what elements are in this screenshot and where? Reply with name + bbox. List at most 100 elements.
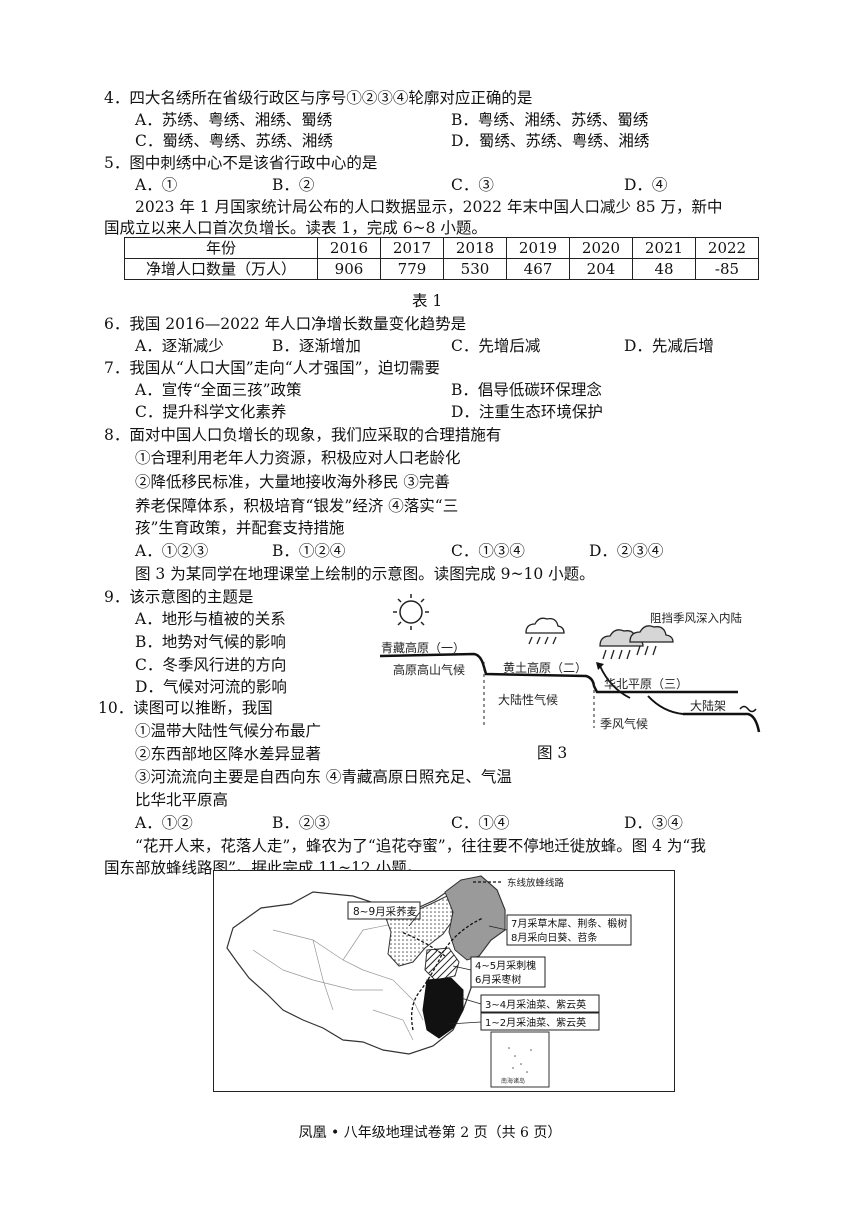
q5-option-b[interactable]: B．② <box>272 176 315 194</box>
q7-option-d[interactable]: D．注重生态环境保护 <box>451 403 603 421</box>
south-sea-inset <box>490 1031 550 1088</box>
q9-stem: 9．该示意图的主题是 <box>104 588 254 606</box>
label-loess-plateau: 黄土高原（二） <box>503 660 587 675</box>
q8-statement-4: 孩”生育政策，并配套支持措施 <box>135 519 345 537</box>
label-box <box>470 956 546 988</box>
table-caption: 表 1 <box>412 292 443 310</box>
q6-option-d[interactable]: D．先减后增 <box>624 337 714 355</box>
intro-9-10: 图 3 为某同学在地理课堂上绘制的示意图。读图完成 9~10 小题。 <box>135 565 595 583</box>
intro-6-8-line2: 国成立以来人口首次负增长。读表 1，完成 6~8 小题。 <box>104 219 487 237</box>
table-year: 2018 <box>443 237 507 259</box>
label-north-china-plain: 华北平原（三） <box>604 677 688 691</box>
q9-option-a[interactable]: A．地形与植被的关系 <box>135 610 286 628</box>
q9-option-d[interactable]: D．气候对河流的影响 <box>135 678 287 696</box>
q5-option-a[interactable]: A．① <box>135 176 178 194</box>
q10-statement-2: ②东西部地区降水差异显著 <box>135 745 322 763</box>
terrain-climate-diagram: 青藏高原（一） 高原高山气候 黄土高原（二） 大陆性气候 阻挡季风深入内陆 华北… <box>379 594 761 733</box>
table-year: 2021 <box>632 237 696 259</box>
q6-option-a[interactable]: A．逐渐减少 <box>135 337 224 355</box>
table-header-label: 年份 <box>124 237 318 259</box>
q8-option-c[interactable]: C．①③④ <box>451 542 525 560</box>
q6-stem: 6．我国 2016—2022 年人口净增长数量变化趋势是 <box>104 315 467 333</box>
table-year: 2017 <box>380 237 444 259</box>
q6-option-c[interactable]: C．先增后减 <box>451 337 541 355</box>
table-value: 48 <box>632 258 696 280</box>
label-box <box>347 901 421 920</box>
monsoon-arrow-icon <box>599 665 631 699</box>
storm-clouds-icon <box>599 625 674 660</box>
label-box <box>480 994 600 1013</box>
q4-stem: 4．四大名绣所在省级行政区与序号①②③④轮廓对应正确的是 <box>104 89 533 107</box>
q4-option-d[interactable]: D．蜀绣、苏绣、粤绣、湘绣 <box>451 132 650 150</box>
q10-option-b[interactable]: B．②③ <box>272 814 330 832</box>
population-table: 年份 2016 2017 2018 2019 2020 2021 2022 净增… <box>124 237 759 280</box>
q10-statement-3: ③河流流向主要是自西向东 ④青藏高原日照充足、气温 <box>135 768 512 786</box>
province-lines <box>252 924 424 1041</box>
island-dots <box>508 1047 532 1073</box>
label-continental-climate: 大陆性气候 <box>498 692 558 707</box>
figure3-caption: 图 3 <box>537 744 568 762</box>
page-footer: 凤凰 • 八年级地理试卷第 2 页（共 6 页） <box>298 1125 562 1141</box>
intro-6-8-line1: 2023 年 1 月国家统计局公布的人口数据显示，2022 年末中国人口减少 8… <box>135 198 723 216</box>
region-black-south <box>422 977 464 1039</box>
label-july-august-line2: 8月采向日葵、苕条 <box>511 931 597 944</box>
q6-option-b[interactable]: B．逐渐增加 <box>272 337 361 355</box>
table-year: 2020 <box>569 237 633 259</box>
q7-option-c[interactable]: C．提升科学文化素养 <box>135 403 287 421</box>
label-locust-line1: 4~5月采刺槐 <box>475 959 536 972</box>
table-year: 2019 <box>506 237 570 259</box>
q4-option-b[interactable]: B．粤绣、湘绣、苏绣、蜀绣 <box>451 111 649 129</box>
sun-icon <box>393 594 429 630</box>
q10-option-c[interactable]: C．①④ <box>451 814 510 832</box>
label-monsoon-climate: 季风气候 <box>600 716 648 731</box>
ocean-wave-icon <box>739 705 757 713</box>
table-value: 530 <box>443 258 507 280</box>
inset-label: 南海诸岛 <box>501 1077 525 1085</box>
q7-option-b[interactable]: B．倡导低碳环保理念 <box>451 381 602 399</box>
q8-option-b[interactable]: B．①②④ <box>272 542 346 560</box>
q9-option-c[interactable]: C．冬季风行进的方向 <box>135 656 287 674</box>
legend-label: 东线放蜂线路 <box>507 877 565 889</box>
q10-stem: 10．读图可以推断，我国 <box>98 699 273 717</box>
table-row-label: 净增人口数量（万人） <box>124 258 318 280</box>
table-year: 2016 <box>317 237 381 259</box>
table-value: -85 <box>695 258 759 280</box>
table-value: 779 <box>380 258 444 280</box>
q5-option-d[interactable]: D．④ <box>624 176 668 194</box>
table-year: 2022 <box>695 237 759 259</box>
q4-option-c[interactable]: C．蜀绣、粤绣、苏绣、湘绣 <box>135 132 333 150</box>
q8-option-a[interactable]: A．①②③ <box>135 542 209 560</box>
label-qinghai-plateau: 青藏高原（一） <box>381 640 465 655</box>
label-locust-line2: 6月采枣树 <box>475 973 521 986</box>
q10-statement-1: ①温带大陆性气候分布最广 <box>135 722 322 740</box>
bee-route-map: 东线放蜂线路 8~9月采荞麦 7月采草木犀、荆条、椴树 8月采向日葵、苕条 4~… <box>213 870 675 1092</box>
q10-statement-4: 比华北平原高 <box>135 791 229 809</box>
q8-statement-3: 养老保障体系，积极培育“银发”经济 ④落实“三 <box>135 497 459 515</box>
q5-stem: 5．图中刺绣中心不是该省行政中心的是 <box>104 154 378 172</box>
q7-option-a[interactable]: A．宣传“全面三孩”政策 <box>135 381 302 399</box>
q10-option-a[interactable]: A．①② <box>135 814 193 832</box>
label-block-monsoon: 阻挡季风深入内陆 <box>650 611 742 625</box>
table-value: 906 <box>317 258 381 280</box>
continental-shelf-line <box>683 712 761 733</box>
q10-option-d[interactable]: D．③④ <box>624 814 683 832</box>
rain-cloud-icon <box>525 617 565 645</box>
q4-option-a[interactable]: A．苏绣、粤绣、湘绣、蜀绣 <box>135 111 333 129</box>
label-jan-feb: 1~2月采油菜、紫云英 <box>485 1016 586 1029</box>
q5-option-c[interactable]: C．③ <box>451 176 494 194</box>
region-hatched <box>424 947 460 981</box>
bee-route-line <box>400 917 484 1031</box>
arrow-head-icon <box>596 662 604 670</box>
table-value: 204 <box>569 258 633 280</box>
q8-statement-1: ①合理利用老年人力资源，积极应对人口老龄化 <box>135 449 461 467</box>
q8-option-d[interactable]: D．②③④ <box>589 542 664 560</box>
q9-option-b[interactable]: B．地势对气候的影响 <box>135 633 286 651</box>
q8-statement-2: ②降低移民标准，大量地接收海外移民 ③完善 <box>135 473 450 491</box>
table-row-values: 净增人口数量（万人） 906 779 530 467 204 48 -85 <box>124 258 759 280</box>
terrain-profile-line <box>379 652 738 694</box>
region-northeast <box>444 875 506 961</box>
label-buckwheat: 8~9月采荞麦 <box>353 906 418 918</box>
table-value: 467 <box>506 258 570 280</box>
coast-slope-line <box>647 695 684 715</box>
label-july-august-line1: 7月采草木犀、荆条、椴树 <box>511 917 627 930</box>
